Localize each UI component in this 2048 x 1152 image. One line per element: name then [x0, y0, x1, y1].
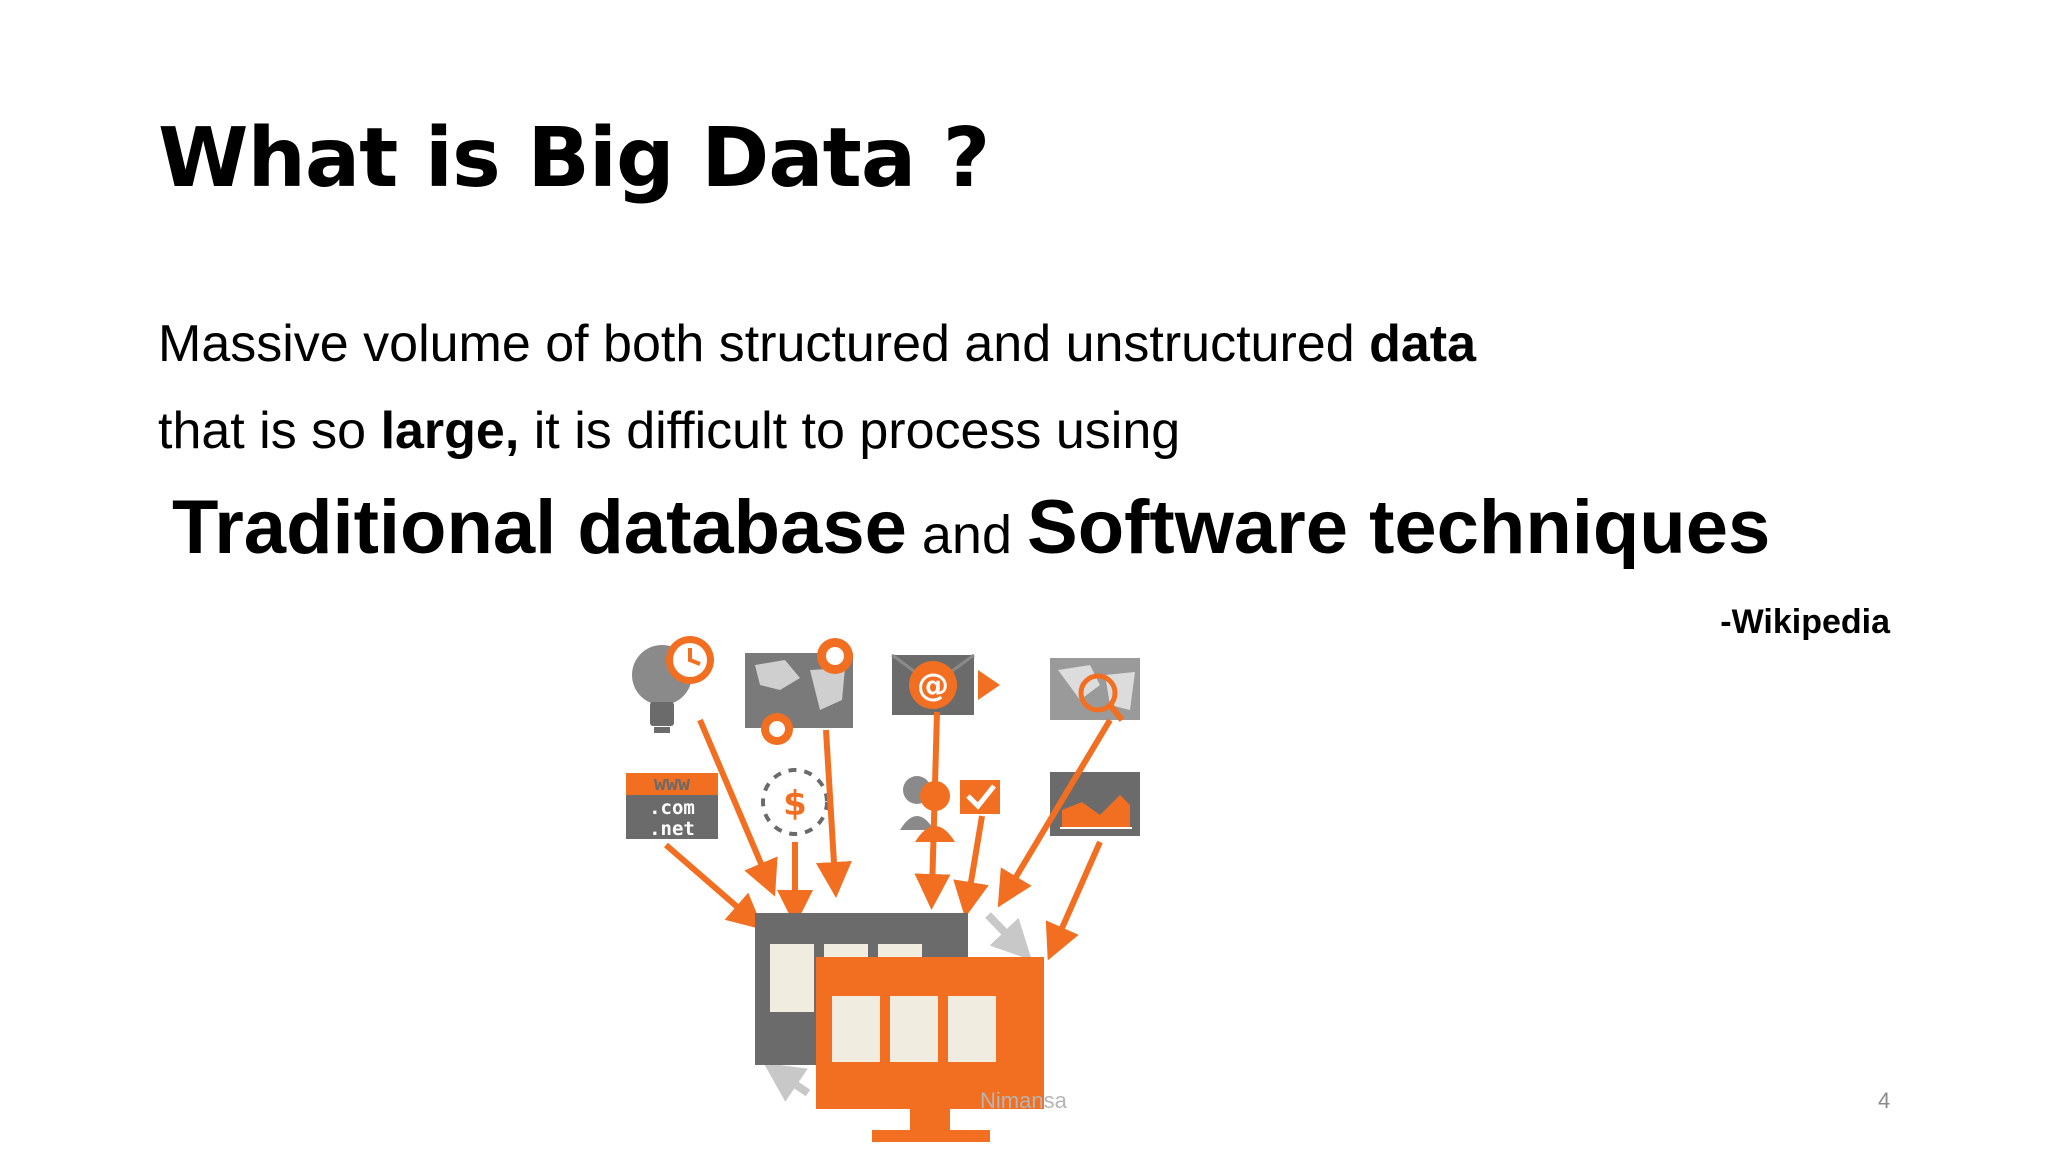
chart-icon [1050, 772, 1140, 836]
email-at-icon: @ [891, 653, 1000, 715]
definition-line-1-bold: data [1369, 315, 1476, 373]
svg-text:@: @ [917, 666, 949, 704]
attribution: -Wikipedia [1720, 603, 1890, 641]
definition-line-1: Massive volume of both structured and un… [158, 318, 1476, 370]
definition-line-2-pre: that is so [158, 402, 381, 460]
net-label: .net [649, 818, 695, 840]
database-screens-icon [755, 913, 1044, 1142]
www-domain-icon: www .com .net [626, 771, 718, 840]
dollar-cycle-icon: $ [761, 768, 829, 836]
svg-text:$: $ [783, 784, 807, 824]
definition-line-2: that is so large, it is difficult to pro… [158, 405, 1180, 457]
definition-line-2-post: it is difficult to process using [519, 402, 1181, 460]
com-label: .com [649, 797, 695, 819]
definition-emphasis-b: Software techniques [1027, 485, 1771, 570]
page-number: 4 [1878, 1088, 1891, 1113]
world-map-pin-icon [745, 638, 853, 745]
slide-title: What is Big Data ? [158, 111, 990, 206]
definition-and: and [906, 505, 1027, 565]
data-flow-arrows [664, 711, 1113, 961]
lightbulb-clock-icon [632, 636, 714, 733]
map-search-icon [1050, 658, 1140, 722]
people-checklist-icon [900, 776, 1000, 842]
definition-line-3: Traditional database and Software techni… [172, 490, 1770, 566]
footer-author: Nimansa [980, 1088, 1067, 1113]
definition-emphasis-a: Traditional database [172, 485, 907, 570]
big-data-illustration: @ www .com .net $ [626, 636, 1140, 1142]
definition-line-1-text: Massive volume of both structured and un… [158, 315, 1370, 373]
definition-line-2-bold: large, [380, 402, 520, 460]
www-label: www [654, 771, 691, 795]
